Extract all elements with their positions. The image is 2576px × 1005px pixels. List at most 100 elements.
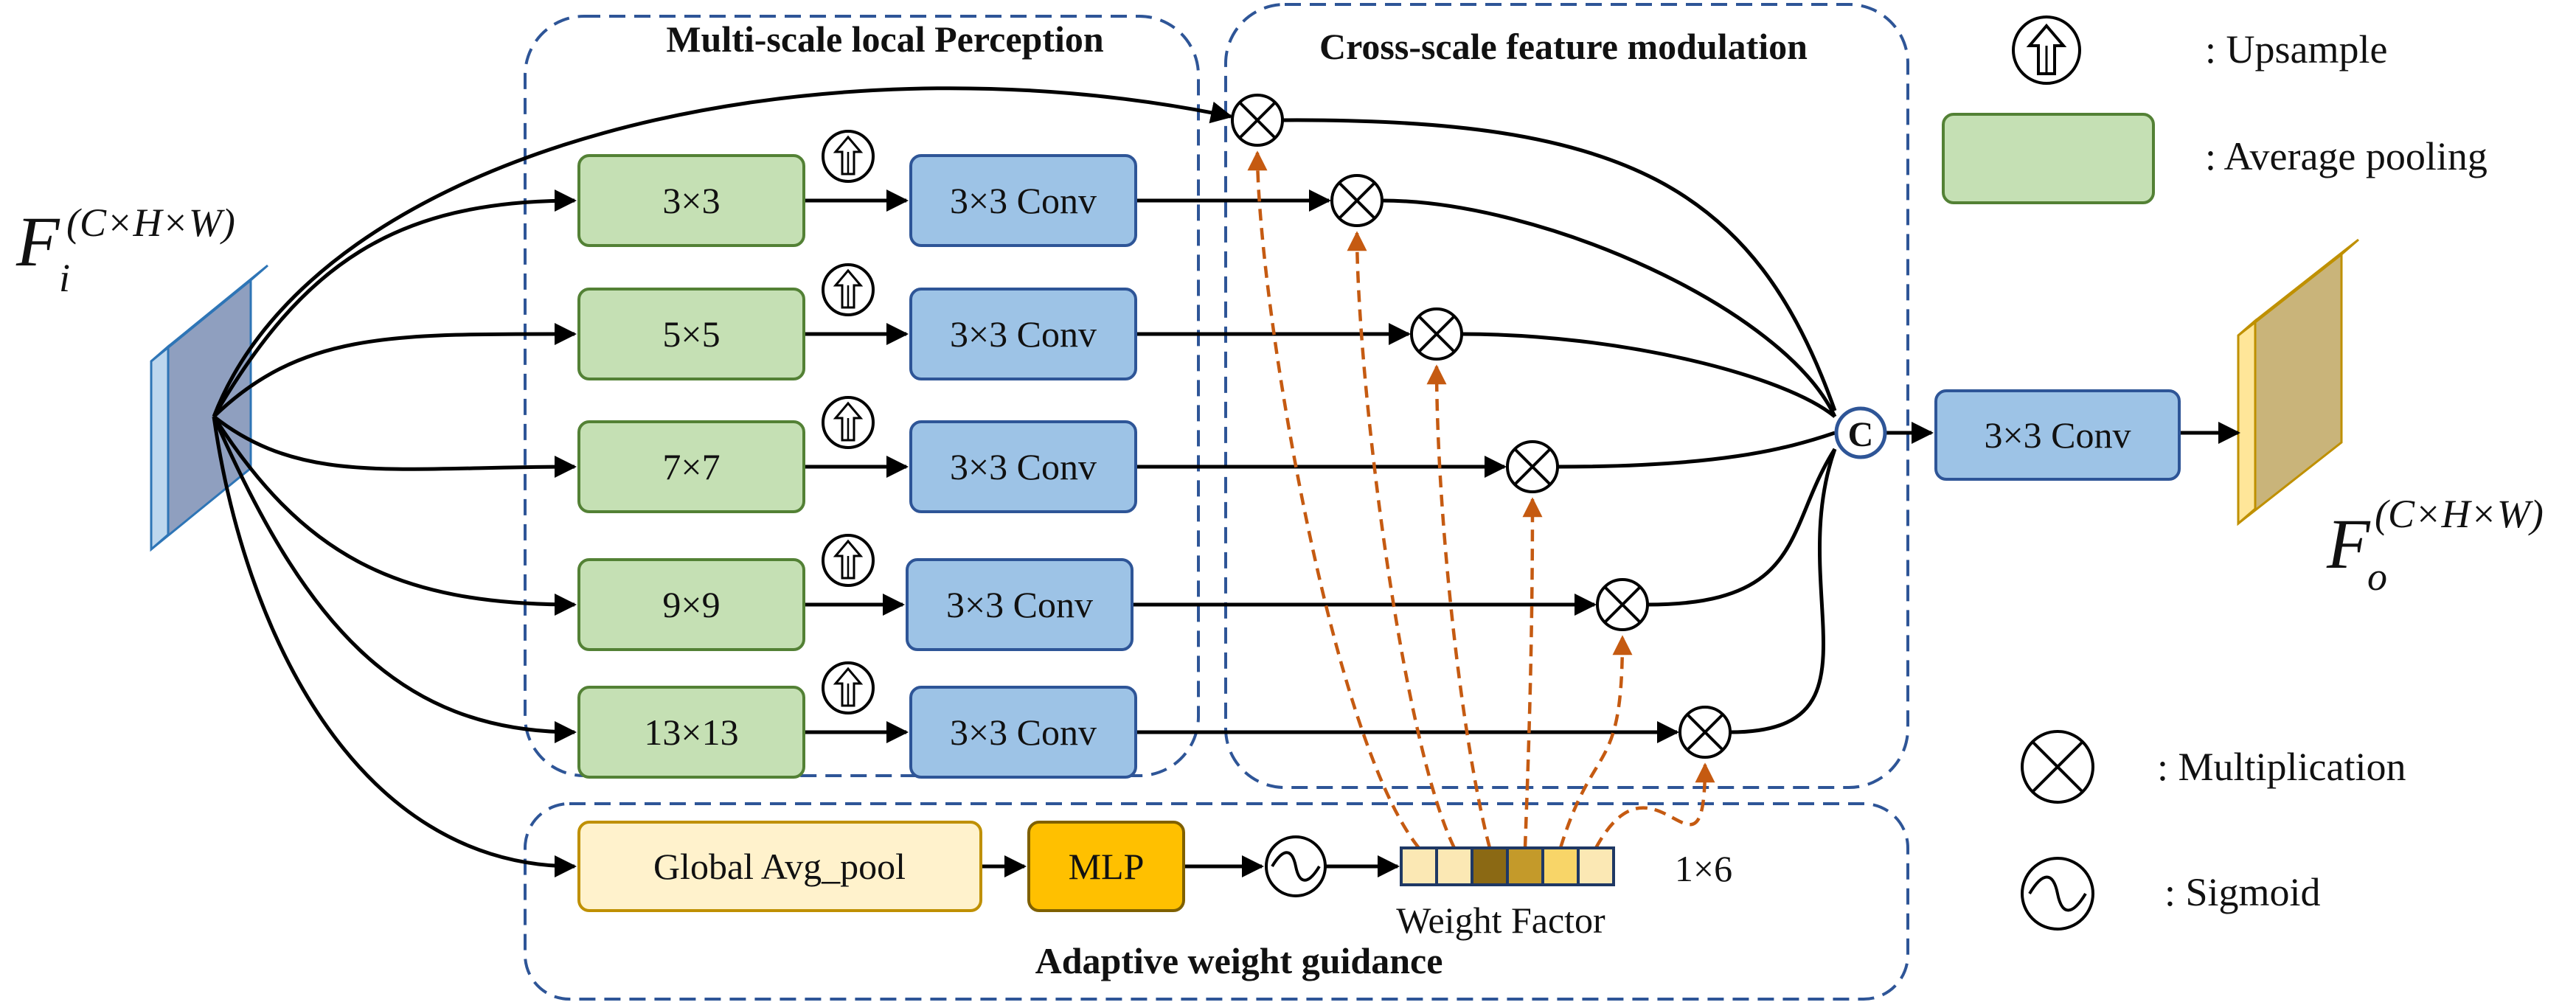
- conv-label: 3×3 Conv: [950, 712, 1097, 753]
- weight-cell: [1541, 846, 1580, 886]
- avg-pool-label: 13×13: [644, 712, 738, 753]
- svg-text:C: C: [1848, 415, 1874, 454]
- legend: : Upsample : Average pooling : Multiplic…: [1942, 15, 2488, 931]
- legend-sigmoid-icon: [2021, 857, 2094, 931]
- connector-layer: [212, 86, 2240, 877]
- legend-upsample-icon: [2012, 15, 2081, 85]
- conv-label: 3×3 Conv: [946, 584, 1093, 625]
- title-cross-scale: Cross-scale feature modulation: [1319, 26, 1808, 67]
- connector-input-to-pool: [212, 415, 577, 479]
- conv-label: 3×3 Conv: [950, 180, 1097, 221]
- final-conv-box: 3×3 Conv: [1934, 389, 2181, 481]
- legend-multiplication-icon: [2021, 730, 2094, 804]
- multiply-node: [1506, 440, 1559, 493]
- avg-pool-label: 7×7: [662, 446, 720, 487]
- weight-guidance-arrow: [1594, 762, 1715, 849]
- branch-row: 9×9 3×3 Conv: [577, 534, 1133, 651]
- conv-box: [909, 288, 1137, 380]
- connector-multiply-to-concat: [1381, 198, 1837, 418]
- upsample-icon: [822, 130, 875, 183]
- weight-factor-size: 1×6: [1675, 848, 1732, 889]
- connector-input-to-pool: [212, 415, 577, 616]
- avg-pool-box: [577, 288, 805, 380]
- weight-cell: [1471, 846, 1509, 886]
- avg-pool-box: [577, 420, 805, 513]
- connector-multiply-to-concat: [1729, 448, 1837, 734]
- concat-node: C: [1834, 406, 1887, 459]
- output-feature-block: [2237, 238, 2359, 526]
- mlp-box: MLP: [1027, 821, 1185, 912]
- multiply-node: [1330, 174, 1384, 227]
- connector-input-to-pool: [212, 189, 577, 418]
- weight-factor-vector: [1400, 846, 1615, 886]
- avg-pool-box: [577, 558, 805, 651]
- svg-text:i: i: [59, 256, 70, 300]
- output-feature-label: F o (C×H×W): [2326, 492, 2544, 599]
- avg-pool-label: 3×3: [662, 180, 720, 221]
- weight-cell: [1506, 846, 1544, 886]
- avg-pool-label: 9×9: [662, 584, 720, 625]
- branch-row: 5×5 3×3 Conv: [577, 263, 1137, 380]
- legend-upsample-label: : Upsample: [2205, 27, 2387, 72]
- connector-multiply-to-concat: [1461, 332, 1836, 418]
- connector-top-multiply-to-concat: [1281, 118, 1837, 411]
- final-conv-label: 3×3 Conv: [1984, 414, 2131, 456]
- multiply-node: [1410, 307, 1463, 361]
- group-multi-scale: [524, 15, 1200, 777]
- weight-factor-label: Weight Factor: [1396, 900, 1605, 941]
- upsample-icon: [822, 263, 875, 316]
- conv-label: 3×3 Conv: [950, 313, 1097, 355]
- branch-row: 13×13 3×3 Conv: [577, 661, 1137, 779]
- node-layer: 3×3 3×3 Conv 5×5 3×3 Conv 7×7 3×3 Conv 9×9 3×3 …: [577, 94, 1732, 779]
- legend-sigmoid-label: : Sigmoid: [2164, 870, 2321, 914]
- conv-box: [906, 558, 1133, 651]
- conv-label: 3×3 Conv: [950, 446, 1097, 487]
- svg-text:F: F: [15, 202, 60, 281]
- weight-cell: [1400, 846, 1438, 886]
- upsample-icon: [822, 534, 875, 587]
- svg-text:MLP: MLP: [1069, 846, 1145, 887]
- svg-text:(C×H×W): (C×H×W): [66, 201, 235, 245]
- legend-avg-pool-swatch: [1942, 113, 2155, 204]
- group-cross-scale: [1224, 3, 1909, 789]
- weight-cell: [1577, 846, 1615, 886]
- svg-text:o: o: [2367, 554, 2387, 599]
- connector-multiply-to-concat: [1647, 448, 1837, 607]
- branch-row: 7×7 3×3 Conv: [577, 396, 1137, 513]
- svg-text:Global Avg_pool: Global Avg_pool: [653, 846, 906, 887]
- weight-guidance-arrow: [1247, 150, 1420, 849]
- guide-arrow-layer: [1247, 150, 1715, 849]
- avg-pool-box: [577, 154, 805, 247]
- conv-box: [909, 686, 1137, 779]
- group-adaptive: [524, 802, 1909, 1001]
- weight-cell: [1435, 846, 1473, 886]
- legend-multiplication-label: : Multiplication: [2157, 745, 2406, 789]
- weight-guidance-arrow: [1426, 364, 1492, 849]
- connector-input-to-global-pool: [212, 416, 577, 877]
- input-feature-block: [150, 264, 268, 552]
- avg-pool-box: [577, 686, 805, 779]
- connector-input-to-top-multiply: [212, 86, 1233, 417]
- conv-box: [909, 420, 1137, 513]
- multiply-node: [1596, 578, 1649, 631]
- conv-box: [909, 154, 1137, 247]
- svg-text:F: F: [2326, 504, 2371, 583]
- connector-input-to-pool: [212, 415, 577, 743]
- svg-text:(C×H×W): (C×H×W): [2375, 492, 2544, 536]
- avg-pool-label: 5×5: [662, 313, 720, 355]
- title-multi-scale: Multi-scale local Perception: [666, 18, 1104, 60]
- title-adaptive: Adaptive weight guidance: [1035, 940, 1443, 981]
- weight-guidance-arrow: [1522, 497, 1543, 849]
- global-avg-pool-box: Global Avg_pool: [577, 821, 982, 912]
- legend-avg-pool-label: : Average pooling: [2205, 134, 2488, 178]
- upsample-icon: [822, 661, 875, 714]
- input-feature-label: F i (C×H×W): [15, 201, 235, 300]
- connector-input-to-pool: [212, 322, 577, 418]
- branch-row: 3×3 3×3 Conv: [577, 130, 1137, 247]
- sigmoid-node: [1265, 835, 1327, 897]
- upsample-icon: [822, 396, 875, 449]
- weight-guidance-arrow: [1347, 231, 1457, 849]
- multiply-node-top: [1231, 94, 1284, 147]
- weight-guidance-arrow: [1558, 635, 1633, 849]
